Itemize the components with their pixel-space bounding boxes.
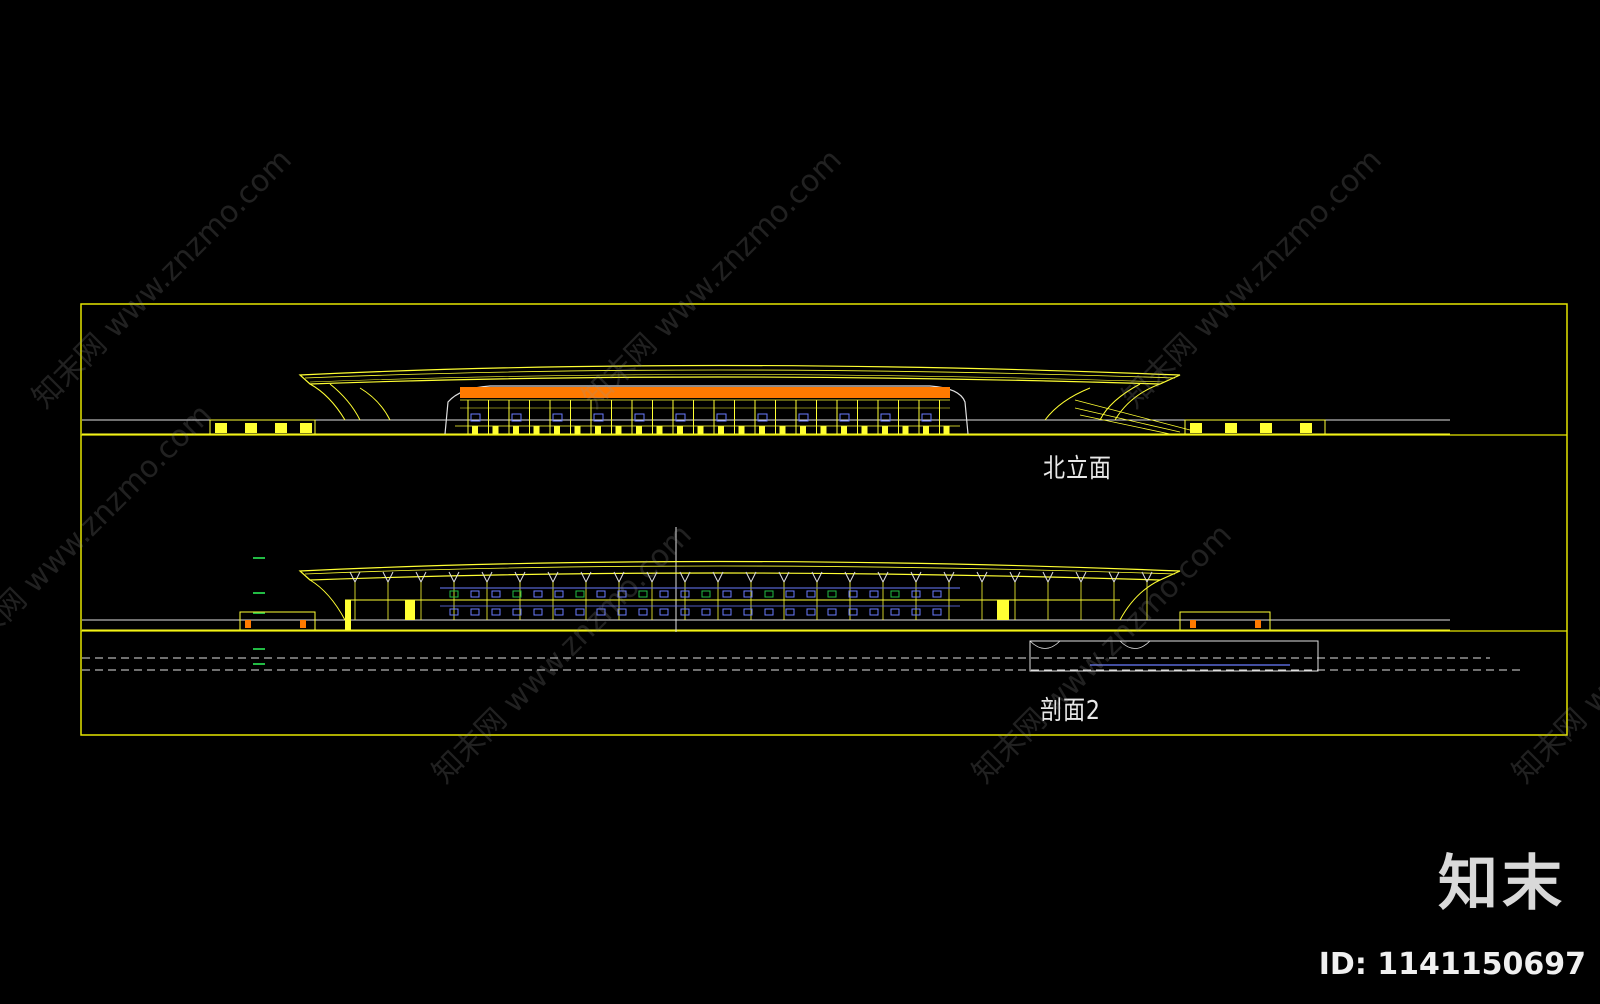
brand-logo: 知末 bbox=[1438, 849, 1566, 919]
drawing-frame bbox=[80, 303, 1568, 736]
orange-roof-band bbox=[460, 387, 950, 398]
brand-id: ID: 1141150697 bbox=[1318, 947, 1586, 982]
north-elevation-label: 北立面 bbox=[1043, 454, 1112, 484]
section-2 bbox=[82, 527, 1525, 672]
section-2-label: 剖面2 bbox=[1040, 696, 1101, 726]
underground-passage bbox=[1029, 640, 1319, 672]
north-elevation bbox=[82, 364, 1450, 435]
